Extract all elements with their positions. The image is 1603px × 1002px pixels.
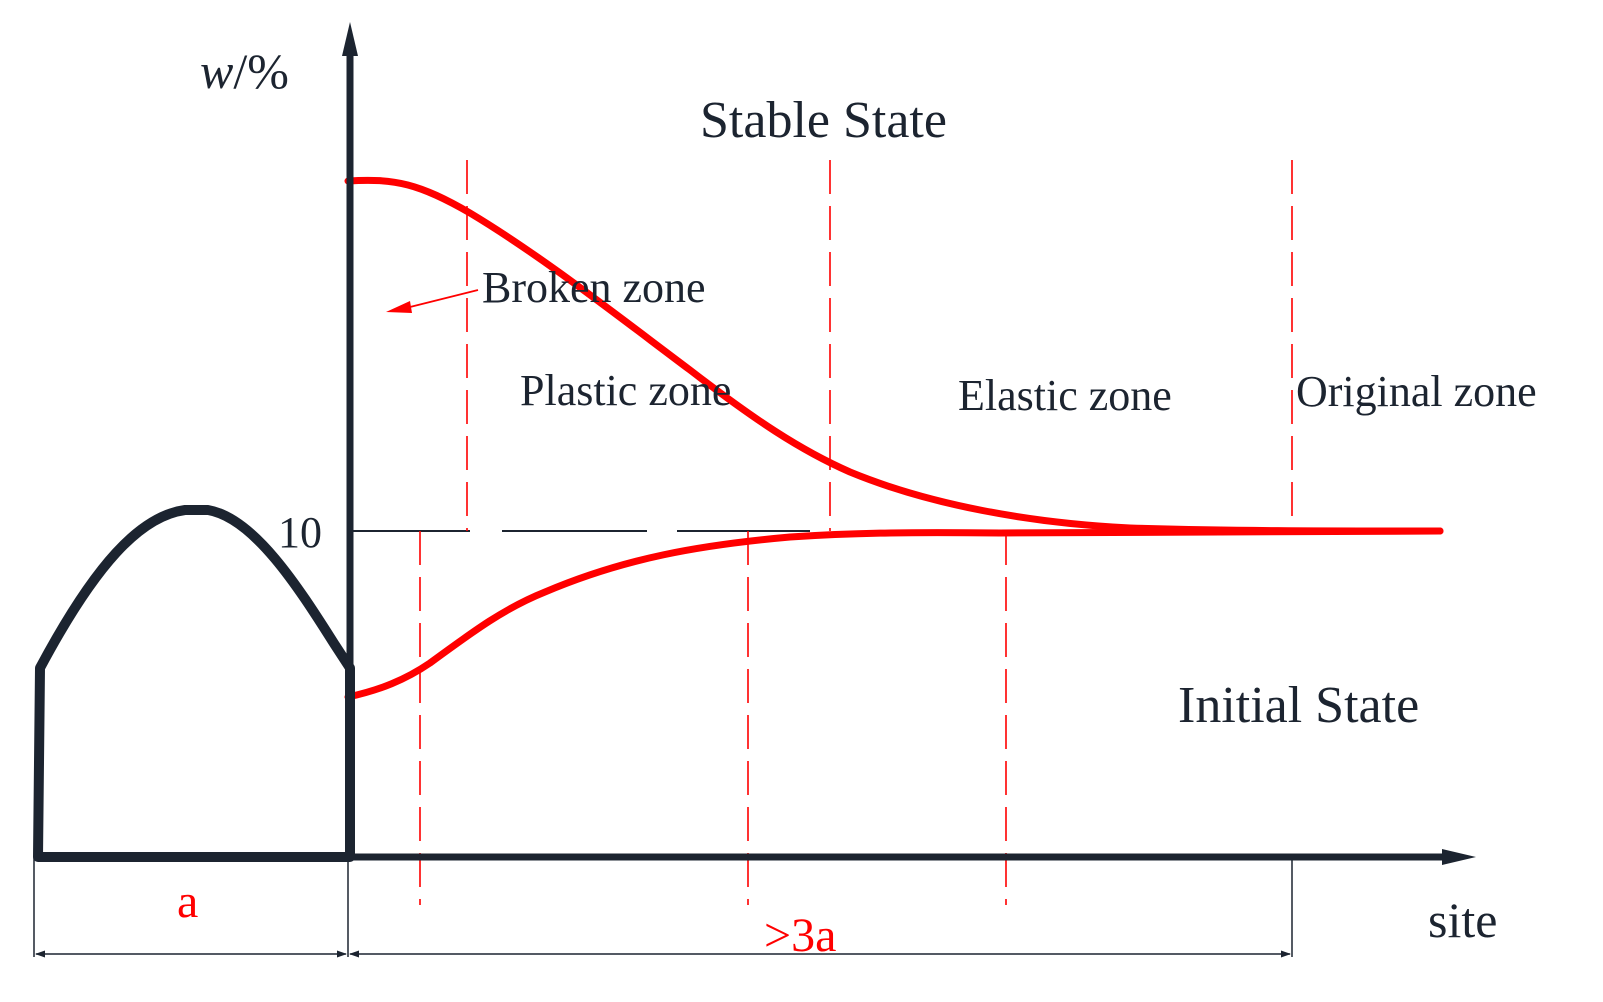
plastic-zone-label: Plastic zone [520,366,731,415]
axes [36,22,1476,865]
x-axis-arrowhead [1442,849,1476,865]
broken-zone-pointer [386,289,479,313]
original-zone-label: Original zone [1296,367,1537,416]
y-axis-label: w/% [200,43,289,99]
y-axis-arrowhead [342,22,358,56]
initial-state-zone-boundaries [419,531,1007,905]
initial-state-label: Initial State [1178,677,1419,734]
y-tick-10: 10 [278,508,322,557]
stable-state-zone-boundaries [466,160,1293,531]
elastic-zone-label: Elastic zone [958,371,1172,420]
initial-state-curve [344,527,1444,701]
dimension-lines [33,857,1293,958]
tunnel-outline [33,505,355,862]
broken-zone-label: Broken zone [482,263,706,312]
width-label-a: a [177,875,198,928]
range-label-3a: >3a [764,909,836,962]
stable-state-label: Stable State [700,92,947,149]
stable-state-curve [344,176,1444,535]
x-axis-label: site [1428,892,1497,948]
